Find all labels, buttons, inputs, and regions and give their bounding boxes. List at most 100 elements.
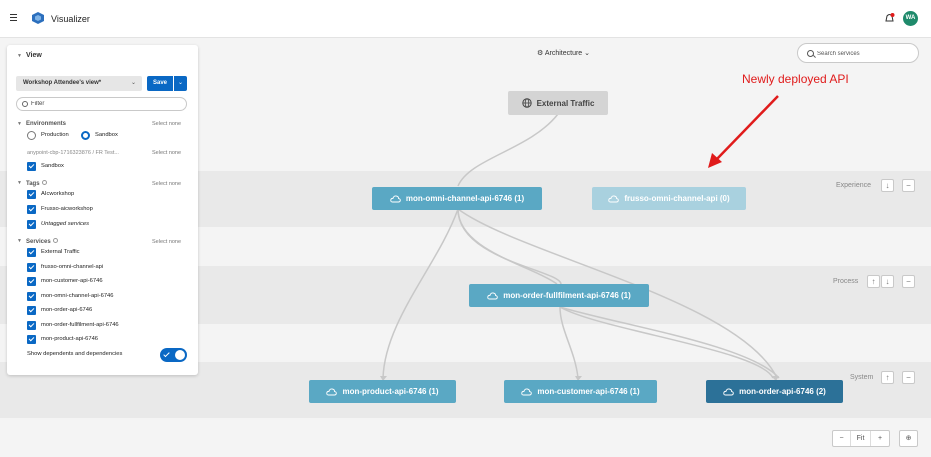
filter-box[interactable]: [16, 97, 187, 111]
search-icon: [807, 50, 814, 57]
service-checkbox[interactable]: [27, 263, 36, 272]
service-checkbox[interactable]: [27, 321, 36, 330]
node-frusso-omni-channel-api[interactable]: frusso-omni-channel-api (0): [592, 187, 746, 210]
collapse-caret-icon[interactable]: ▼: [17, 121, 22, 127]
service-label: mon-omni-channel-api-6746: [41, 293, 114, 299]
production-radio[interactable]: [27, 131, 36, 140]
collapse-caret-icon[interactable]: ▼: [17, 238, 22, 244]
search-services-box[interactable]: [797, 43, 919, 63]
sandbox-label: Sandbox: [95, 132, 118, 138]
tag-checkbox[interactable]: [27, 190, 36, 199]
experience-layer-title: Experience: [836, 182, 872, 189]
show-dependents-toggle[interactable]: [160, 348, 187, 362]
node-label: External Traffic: [536, 98, 595, 108]
cloud-icon: [521, 388, 533, 395]
layer-collapse-button[interactable]: −: [902, 371, 915, 384]
node-external-traffic[interactable]: External Traffic: [508, 91, 608, 115]
collapse-caret-icon[interactable]: ▼: [17, 53, 22, 59]
architecture-label: Architecture: [544, 50, 583, 57]
search-icon: [22, 101, 28, 107]
view-name: Workshop Attendee's view*: [23, 80, 102, 86]
sandbox-env-label: Sandbox: [41, 163, 64, 169]
info-icon: [41, 180, 47, 185]
zoom-fit-button[interactable]: Fit: [851, 431, 871, 446]
services-select-none[interactable]: Select none: [152, 239, 182, 245]
user-avatar[interactable]: WA: [903, 11, 918, 26]
collapse-caret-icon[interactable]: ▼: [17, 180, 22, 186]
node-label: mon-omni-channel-api-6746 (1): [405, 194, 525, 203]
layer-collapse-button[interactable]: −: [902, 275, 915, 288]
app-title: Visualizer: [51, 14, 90, 24]
environments-select-none[interactable]: Select none: [152, 121, 182, 127]
tags-heading: Tags: [26, 180, 47, 187]
node-order-fulfilment-api[interactable]: mon-order-fullfilment-api-6746 (1): [469, 284, 649, 307]
save-button[interactable]: Save: [147, 76, 173, 91]
sandbox-env-checkbox[interactable]: [27, 162, 36, 171]
service-label: frusso-omni-channel-api: [41, 264, 104, 270]
info-icon: [52, 238, 58, 243]
notification-icon[interactable]: [884, 13, 895, 24]
service-checkbox[interactable]: [27, 277, 36, 286]
process-layer-title: Process: [833, 278, 859, 285]
sandbox-radio[interactable]: [81, 131, 90, 140]
tag-checkbox[interactable]: [27, 205, 36, 214]
zoom-out-button[interactable]: −: [833, 431, 851, 446]
show-dependents-label: Show dependents and dependencies: [27, 351, 123, 357]
service-label: mon-customer-api-6746: [41, 278, 103, 284]
view-panel: ▼ View Workshop Attendee's view* ⌄ Save …: [7, 45, 198, 375]
node-label: mon-product-api-6746 (1): [342, 387, 439, 396]
layer-move-up-button[interactable]: ↑: [881, 371, 894, 384]
save-options-chevron-icon[interactable]: ⌄: [174, 76, 187, 91]
search-input[interactable]: [817, 47, 913, 60]
filter-input[interactable]: [31, 99, 181, 109]
cloud-icon: [326, 388, 338, 395]
node-omni-channel-api[interactable]: mon-omni-channel-api-6746 (1): [372, 187, 542, 210]
top-bar: Visualizer WA: [0, 0, 931, 38]
architecture-icon: ⚙: [537, 50, 544, 57]
layer-move-down-button[interactable]: ↓: [881, 275, 894, 288]
tags-title: Tags: [26, 181, 40, 187]
tag-checkbox[interactable]: [27, 220, 36, 229]
layer-move-down-button[interactable]: ↓: [881, 179, 894, 192]
visualizer-logo-icon: [32, 12, 44, 24]
org-select-none[interactable]: Select none: [152, 150, 182, 156]
download-icon: ⊕: [905, 435, 912, 442]
architecture-dropdown[interactable]: ⚙ Architecture ⌄: [537, 49, 590, 57]
node-label: mon-customer-api-6746 (1): [537, 387, 640, 396]
chevron-down-icon: ⌄: [584, 50, 591, 57]
tag-label: Frusso-aicworkshop: [41, 206, 93, 212]
annotation-label: Newly deployed API: [742, 72, 849, 86]
service-label: mon-order-api-6746: [41, 307, 93, 313]
services-heading: Services: [26, 238, 58, 245]
org-note: anypoint-cbp-1716323876 / FR Test...: [27, 150, 119, 156]
export-button[interactable]: ⊕: [899, 430, 918, 447]
service-checkbox[interactable]: [27, 248, 36, 257]
service-checkbox[interactable]: [27, 292, 36, 301]
tag-label: AIcworkshop: [41, 191, 75, 197]
layer-move-up-button[interactable]: ↑: [867, 275, 880, 288]
menu-icon[interactable]: [10, 14, 17, 21]
view-select[interactable]: Workshop Attendee's view* ⌄: [16, 76, 142, 91]
service-label: External Traffic: [41, 249, 80, 255]
node-order-api[interactable]: mon-order-api-6746 (2): [706, 380, 843, 403]
service-checkbox[interactable]: [27, 306, 36, 315]
panel-title: View: [26, 52, 42, 59]
node-label: frusso-omni-channel-api (0): [624, 194, 730, 203]
zoom-in-button[interactable]: +: [877, 435, 883, 442]
node-label: mon-order-api-6746 (2): [739, 387, 826, 396]
service-label: mon-product-api-6746: [41, 336, 99, 342]
service-label: mon-order-fullfilment-api-6746: [41, 322, 119, 328]
service-checkbox[interactable]: [27, 335, 36, 344]
node-label: mon-order-fullfilment-api-6746 (1): [503, 291, 631, 300]
globe-icon: [521, 98, 532, 108]
tag-label: Untagged services: [41, 221, 90, 227]
tags-select-none[interactable]: Select none: [152, 181, 182, 187]
layer-collapse-button[interactable]: −: [902, 179, 915, 192]
environments-heading: Environments: [26, 121, 67, 127]
node-product-api[interactable]: mon-product-api-6746 (1): [309, 380, 456, 403]
node-customer-api[interactable]: mon-customer-api-6746 (1): [504, 380, 657, 403]
cloud-icon: [487, 292, 498, 299]
cloud-icon: [723, 388, 734, 395]
cloud-icon: [608, 195, 620, 202]
services-title: Services: [26, 239, 51, 245]
